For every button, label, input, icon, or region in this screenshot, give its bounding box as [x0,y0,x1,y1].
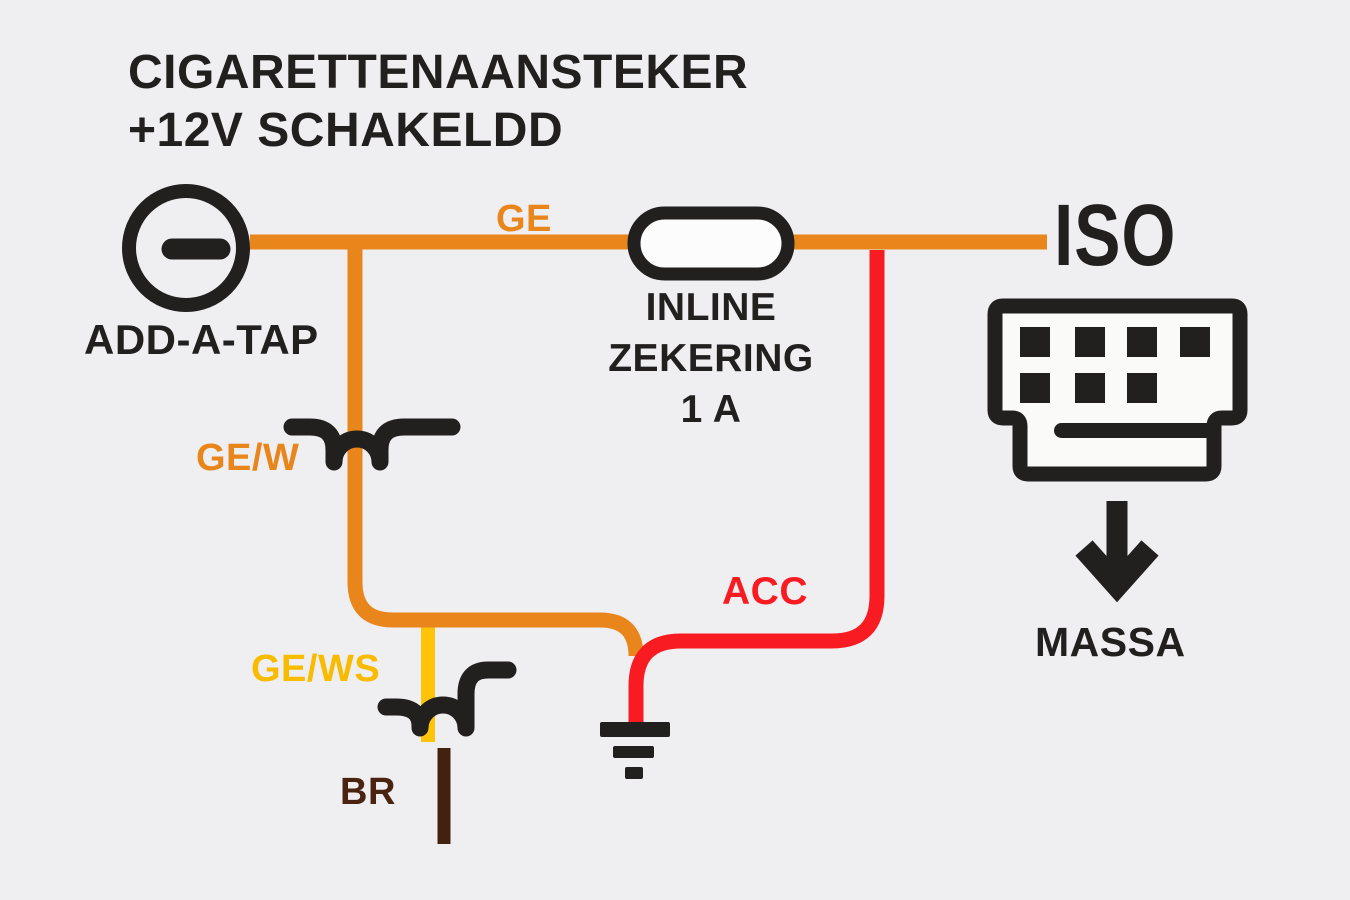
splice-hook-icon-br [377,661,517,737]
iso-pin [1075,373,1105,403]
iso-label: ISO [1054,187,1177,284]
page-title-line1: CIGARETTENAANSTEKER [128,46,749,99]
ground-icon [600,722,670,779]
wire-label-acc: ACC [722,570,808,613]
page-title: CIGARETTENAANSTEKER +12V SCHAKELDD [128,44,748,160]
iso-connector-slot [1054,423,1216,438]
fuse-label-line3: 1 A [680,388,742,431]
wire-label-ge-w: GE/W [196,437,300,479]
wire-label-br: BR [340,771,396,813]
iso-pin [1020,373,1050,403]
iso-pin [1127,373,1157,403]
down-arrow-icon [1075,501,1159,603]
splice-hook-icon-ge-w [283,418,461,471]
ground-bar-1 [600,722,670,737]
ground-bar-2 [613,746,654,758]
wire-ge-w-branch [347,245,644,657]
iso-pin [1020,327,1050,357]
massa-label: MASSA [1035,619,1186,665]
fuse-label-line2: ZEKERING [608,337,814,380]
ground-bar-3 [625,767,643,779]
iso-connector-icon [987,298,1248,482]
iso-pin [1180,327,1210,357]
iso-pin [1075,327,1105,357]
fuse-label: INLINE ZEKERING 1 A [561,282,861,435]
fuse-label-line1: INLINE [645,286,777,329]
down-arrow-head [1075,540,1159,603]
wire-label-ge-ws: GE/WS [251,648,381,690]
add-a-tap-connector-icon [122,184,250,312]
inline-fuse-icon [627,206,795,281]
add-a-tap-label: ADD-A-TAP [84,316,319,363]
wire-acc [628,250,885,723]
page-title-line2: +12V SCHAKELDD [128,104,564,157]
wire-label-ge: GE [496,198,552,240]
iso-pin [1127,327,1157,357]
